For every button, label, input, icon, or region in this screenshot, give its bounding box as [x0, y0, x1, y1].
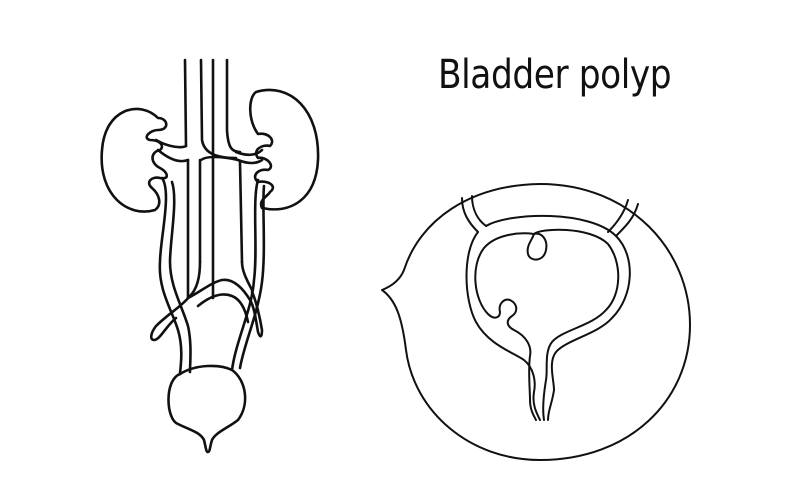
right-kidney: [234, 88, 320, 211]
right-ureter: [230, 178, 266, 372]
illustration-title: Bladder polyp: [438, 52, 672, 98]
aorta-and-vena-cava: [183, 58, 244, 300]
bladder-small: [167, 364, 247, 454]
left-ureter: [158, 176, 192, 376]
bladder-cross-section: [461, 195, 639, 421]
iliac-vessels: [149, 260, 264, 342]
magnifier-callout: [381, 183, 691, 461]
